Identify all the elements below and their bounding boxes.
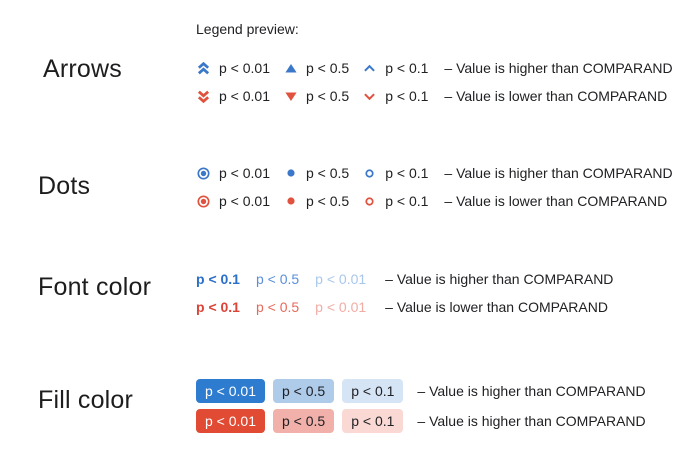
legend-pair: p < 0.1	[362, 88, 428, 104]
filled-dot-icon	[283, 197, 298, 205]
row-description: – Value is higher than COMPARAND	[385, 271, 614, 287]
legend-pair: p < 0.5	[283, 60, 349, 76]
p-value-label: p < 0.5	[306, 60, 350, 76]
bullseye-dot-icon	[196, 166, 211, 180]
triangle-up-icon	[283, 63, 298, 74]
legend-pair: p < 0.01	[196, 165, 270, 181]
p-value-label: p < 0.1	[385, 60, 429, 76]
p-value-label: p < 0.01	[219, 193, 270, 209]
p-value-label: p < 0.5	[255, 271, 300, 287]
section-label-font-color: Font color	[38, 273, 152, 301]
legend-pair: p < 0.5	[283, 165, 349, 181]
fill-color-row-higher: p < 0.01 p < 0.5 p < 0.1 – Value is high…	[196, 376, 646, 406]
dots-row-higher: p < 0.01 p < 0.5 p < 0.1 – Value is high…	[196, 159, 673, 187]
bullseye-dot-icon	[196, 194, 211, 208]
fill-color-rows: p < 0.01 p < 0.5 p < 0.1 – Value is high…	[196, 376, 646, 436]
fill-color-row-lower: p < 0.01 p < 0.5 p < 0.1 – Value is high…	[196, 406, 646, 436]
font-color-row-lower: p < 0.1 p < 0.5 p < 0.01 – Value is lowe…	[196, 293, 613, 321]
legend-pair: p < 0.01	[196, 193, 270, 209]
p-value-label: p < 0.1	[196, 271, 240, 287]
row-description: – Value is higher than COMPARAND	[444, 165, 673, 181]
p-value-label: p < 0.01	[219, 60, 270, 76]
p-value-label: p < 0.5	[306, 88, 350, 104]
arrows-row-higher: p < 0.01 p < 0.5 p < 0.1 – Value is high…	[196, 54, 673, 82]
p-value-label: p < 0.5	[306, 193, 350, 209]
row-description: – Value is lower than COMPARAND	[444, 88, 668, 104]
p-value-badge: p < 0.1	[342, 379, 404, 403]
filled-dot-icon	[283, 169, 298, 177]
p-value-badge: p < 0.5	[273, 409, 335, 433]
double-chevron-up-icon	[196, 61, 211, 75]
triangle-down-icon	[283, 91, 298, 102]
section-label-fill-color: Fill color	[38, 386, 134, 414]
legend-pair: p < 0.5	[283, 193, 349, 209]
legend-preview-title: Legend preview:	[196, 21, 299, 37]
dots-row-lower: p < 0.01 p < 0.5 p < 0.1 – Value is lowe…	[196, 187, 673, 215]
legend-pair: p < 0.1	[362, 60, 428, 76]
p-value-label: p < 0.1	[385, 88, 429, 104]
chevron-down-icon	[362, 91, 377, 102]
p-value-badge: p < 0.5	[273, 379, 335, 403]
arrows-row-lower: p < 0.01 p < 0.5 p < 0.1 – Value is lowe…	[196, 82, 673, 110]
section-label-dots: Dots	[38, 172, 91, 200]
p-value-badge: p < 0.01	[196, 379, 265, 403]
p-value-label: p < 0.5	[306, 165, 350, 181]
double-chevron-down-icon	[196, 90, 211, 103]
p-value-label: p < 0.01	[219, 88, 270, 104]
p-value-badge: p < 0.1	[342, 409, 404, 433]
legend-pair: p < 0.1	[362, 165, 428, 181]
p-value-label: p < 0.1	[385, 165, 429, 181]
hollow-dot-icon	[362, 196, 377, 206]
font-color-rows: p < 0.1 p < 0.5 p < 0.01 – Value is high…	[196, 265, 613, 321]
row-description: – Value is higher than COMPARAND	[417, 383, 646, 399]
legend-pair: p < 0.1	[362, 193, 428, 209]
p-value-label: p < 0.01	[315, 271, 367, 287]
p-value-label: p < 0.01	[219, 165, 270, 181]
p-value-label: p < 0.1	[385, 193, 429, 209]
legend-pair: p < 0.5	[283, 88, 349, 104]
hollow-dot-icon	[362, 168, 377, 178]
font-color-row-higher: p < 0.1 p < 0.5 p < 0.01 – Value is high…	[196, 265, 613, 293]
p-value-label: p < 0.1	[196, 299, 240, 315]
p-value-label: p < 0.01	[315, 299, 367, 315]
legend-pair: p < 0.01	[196, 60, 270, 76]
chevron-up-icon	[362, 63, 377, 74]
row-description: – Value is lower than COMPARAND	[385, 299, 608, 315]
row-description: – Value is higher than COMPARAND	[417, 413, 646, 429]
dots-rows: p < 0.01 p < 0.5 p < 0.1 – Value is high…	[196, 159, 673, 215]
row-description: – Value is higher than COMPARAND	[444, 60, 673, 76]
arrows-rows: p < 0.01 p < 0.5 p < 0.1 – Value is high…	[196, 54, 673, 110]
section-label-arrows: Arrows	[43, 55, 122, 83]
p-value-label: p < 0.5	[255, 299, 300, 315]
p-value-badge: p < 0.01	[196, 409, 265, 433]
row-description: – Value is lower than COMPARAND	[444, 193, 668, 209]
legend-pair: p < 0.01	[196, 88, 270, 104]
